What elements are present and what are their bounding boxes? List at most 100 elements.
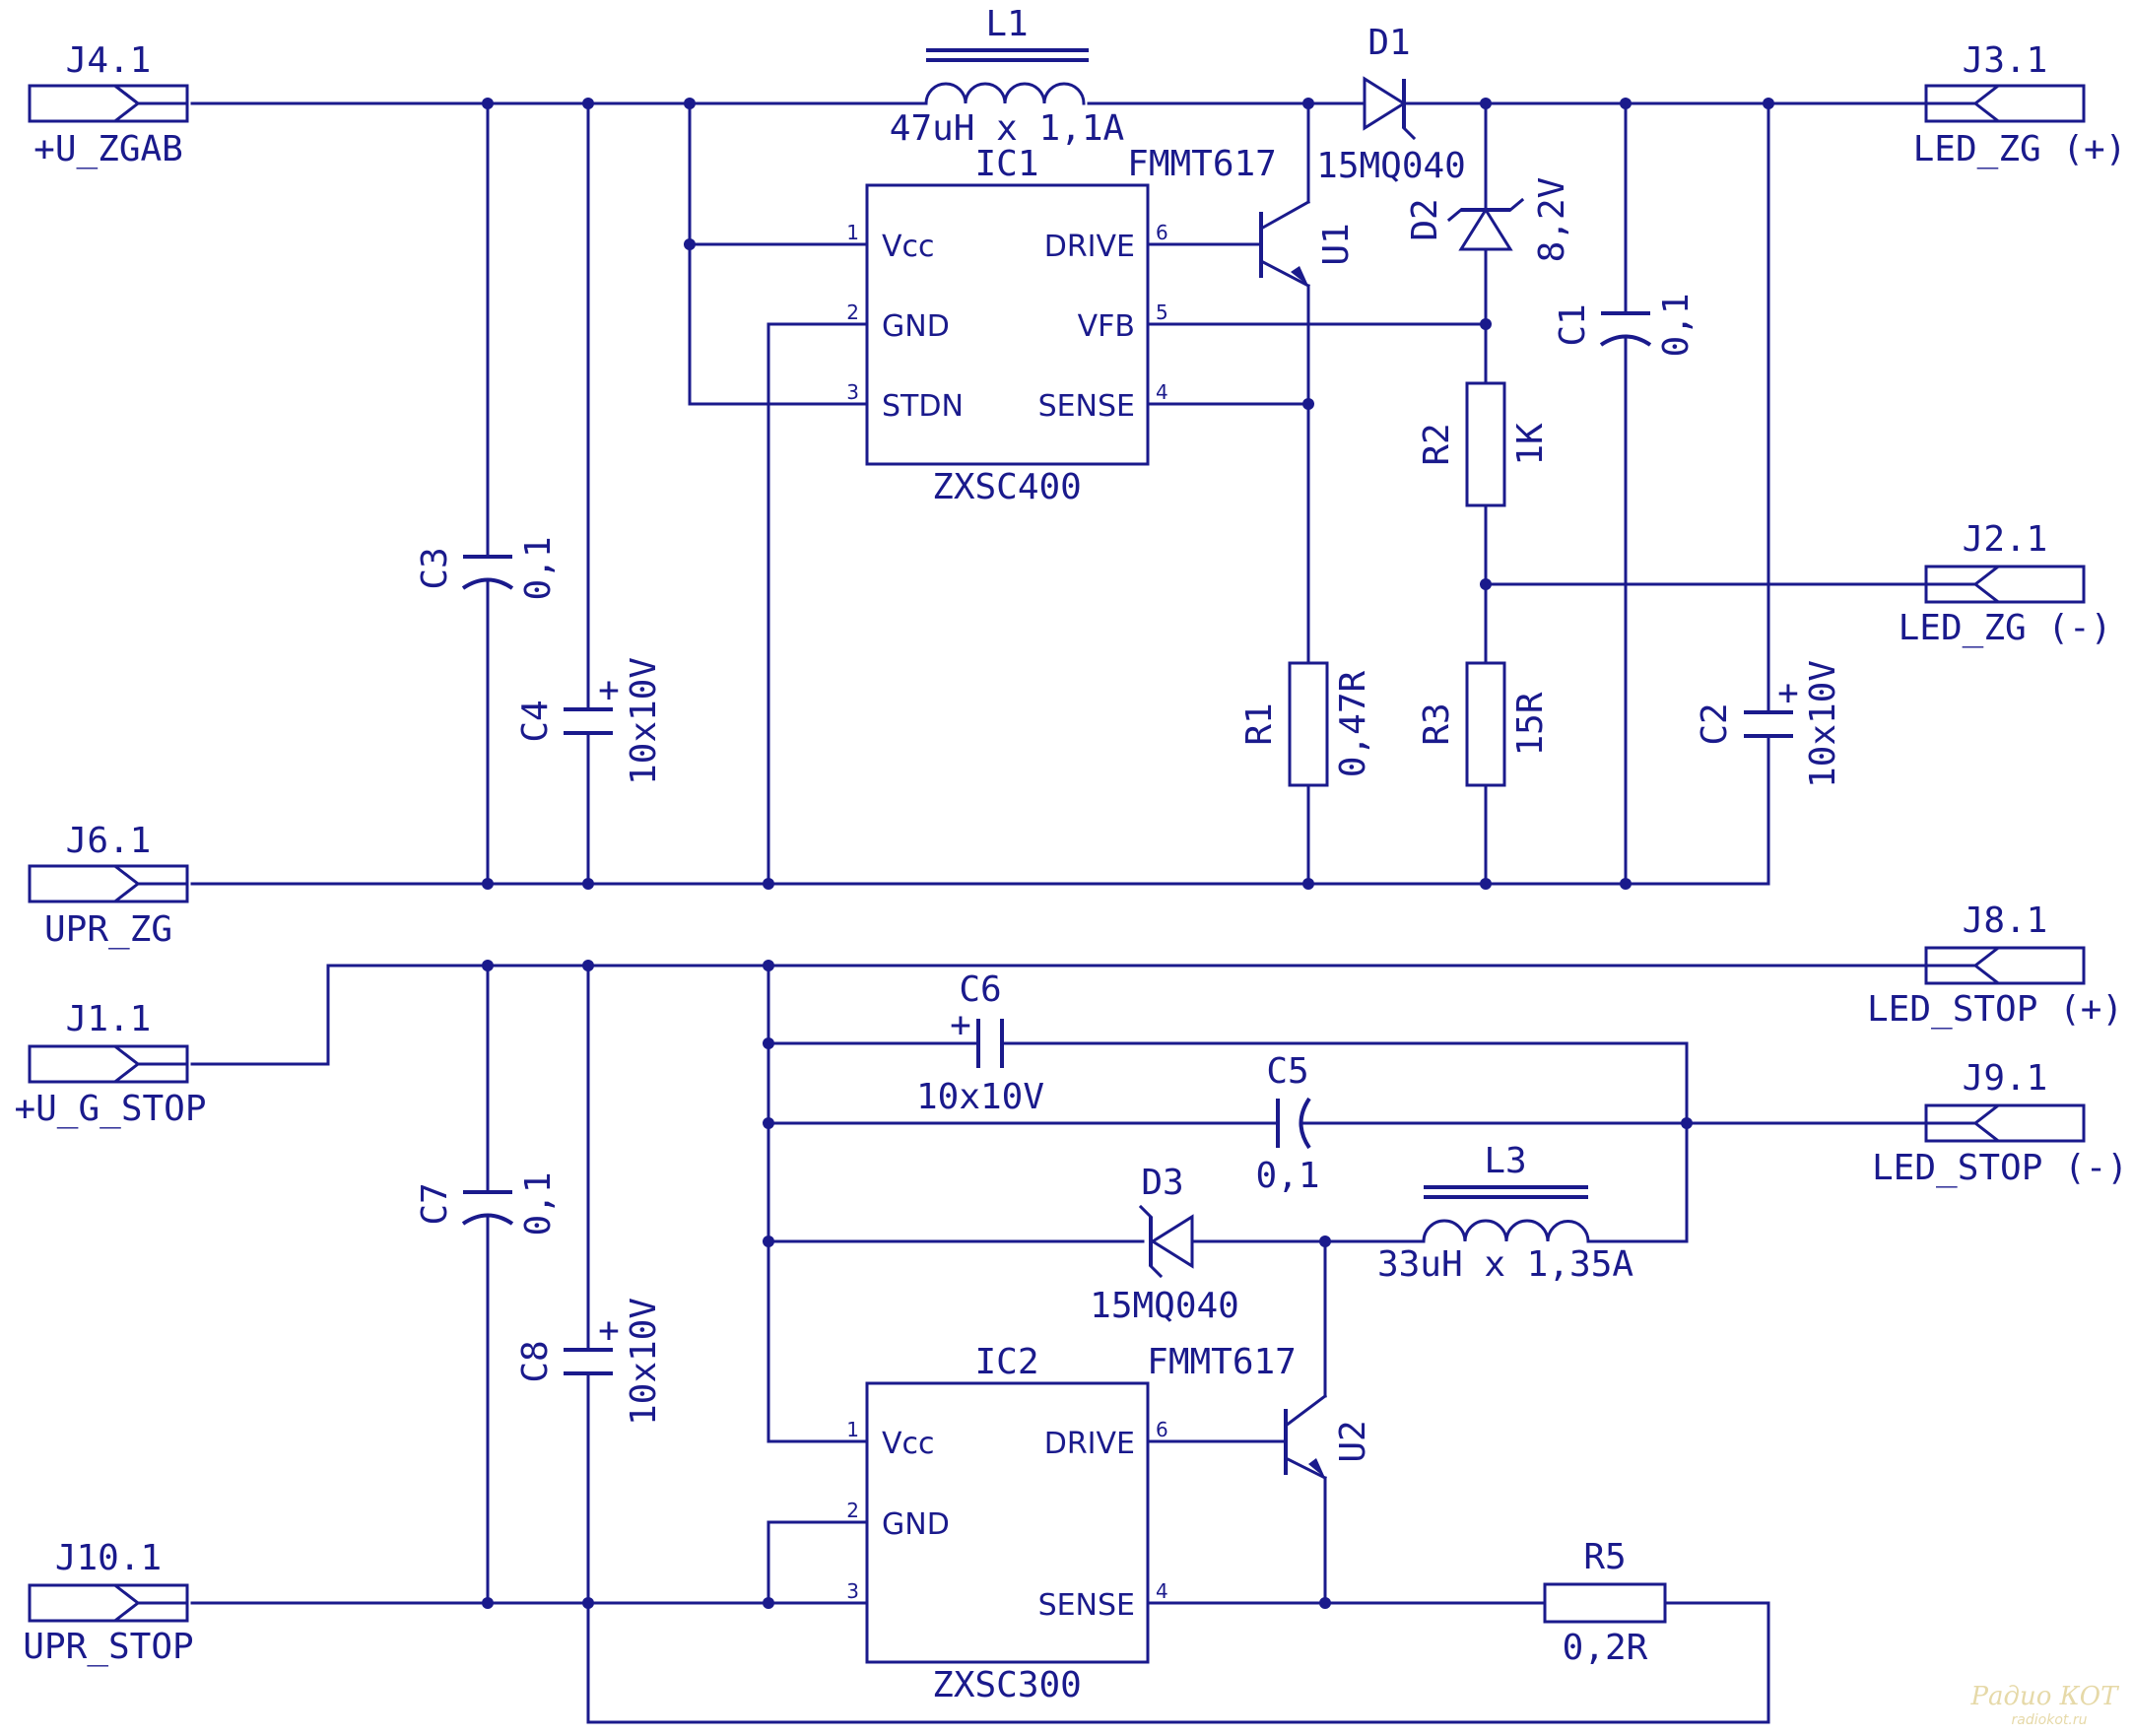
connector-j4-ref: J4.1 [66, 40, 152, 81]
capacitor-c7[interactable]: C7 0,1 [415, 1171, 559, 1235]
inductor-l1-ref: L1 [985, 4, 1028, 44]
capacitor-c8-value: 10x10V [624, 1298, 664, 1426]
capacitor-c6-ref: C6 [959, 969, 1001, 1010]
connector-j8[interactable]: J8.1 LED_STOP (+) [1867, 901, 2123, 1030]
diode-d1[interactable]: D1 15MQ040 [1316, 23, 1466, 186]
capacitor-c6[interactable]: + C6 10x10V [916, 969, 1044, 1117]
connector-j4[interactable]: J4.1 +U_ZGAB [28, 40, 189, 169]
capacitor-c3-ref: C3 [415, 547, 455, 589]
connector-j2[interactable]: J2.1 LED_ZG (-) [1899, 519, 2112, 648]
resistor-r2-value: 1K [1510, 423, 1551, 466]
ic2-pin-num-1: 1 [846, 1418, 859, 1441]
diode-d1-value: 15MQ040 [1316, 146, 1466, 186]
ic2-pin-num-6: 6 [1156, 1418, 1168, 1441]
ic2-pin-num-4: 4 [1156, 1579, 1168, 1603]
connector-j3[interactable]: J3.1 LED_ZG (+) [1913, 40, 2127, 169]
connector-j1-ref: J1.1 [66, 999, 152, 1039]
connector-j4-net: +U_ZGAB [33, 129, 183, 169]
zener-d2[interactable]: D2 8,2V [1405, 177, 1572, 263]
capacitor-c4-ref: C4 [515, 700, 556, 742]
ic1-part: ZXSC400 [932, 467, 1082, 507]
ic2-pin-drive: DRIVE [1044, 1427, 1135, 1461]
capacitor-c8[interactable]: + C8 10x10V [515, 1298, 664, 1426]
connector-j10-ref: J10.1 [55, 1538, 162, 1578]
inductor-l3[interactable]: L3 33uH x 1,35A [1377, 1141, 1633, 1285]
ic1-pin-num-4: 4 [1156, 380, 1168, 404]
capacitor-c8-ref: C8 [515, 1340, 556, 1382]
transistor-u1[interactable]: U1 FMMT617 [1127, 144, 1357, 289]
ic1[interactable]: IC1 ZXSC400 Vcc GND STDN DRIVE VFB SENSE… [846, 144, 1167, 507]
ic1-pin-drive: DRIVE [1044, 230, 1135, 264]
zener-d2-ref: D2 [1405, 198, 1445, 240]
diode-d3-ref: D3 [1141, 1163, 1183, 1203]
connector-j3-ref: J3.1 [1963, 40, 2048, 81]
resistor-r3-ref: R3 [1417, 702, 1457, 745]
capacitor-c2[interactable]: + C2 10x10V [1695, 660, 1843, 788]
connector-j6[interactable]: J6.1 UPR_ZG [28, 821, 189, 950]
connector-j8-ref: J8.1 [1963, 901, 2048, 941]
connector-j6-net: UPR_ZG [44, 909, 172, 950]
resistor-r1-ref: R1 [1239, 702, 1280, 745]
ic2-pin-gnd: GND [882, 1507, 950, 1542]
wires-lower [190, 964, 1928, 1724]
ic2-ref: IC2 [974, 1342, 1038, 1382]
ic1-pin-num-5: 5 [1156, 300, 1168, 324]
resistor-r5[interactable]: R5 0,2R [1543, 1537, 1667, 1668]
connector-j9[interactable]: J9.1 LED_STOP (-) [1872, 1058, 2128, 1188]
ic2-pin-num-2: 2 [846, 1499, 859, 1522]
capacitor-c1-value: 0,1 [1656, 293, 1697, 357]
connector-j10[interactable]: J10.1 UPR_STOP [23, 1538, 193, 1667]
connector-j9-net: LED_STOP (-) [1872, 1148, 2128, 1188]
capacitor-c7-ref: C7 [415, 1182, 455, 1225]
ic2-part: ZXSC300 [932, 1665, 1082, 1705]
connector-j6-ref: J6.1 [66, 821, 152, 861]
capacitor-c5[interactable]: C5 0,1 [1255, 1051, 1319, 1196]
zener-d2-value: 8,2V [1532, 177, 1572, 263]
junction-dots [482, 98, 1774, 1609]
resistor-r1[interactable]: R1 0,47R [1239, 661, 1373, 787]
capacitor-c1[interactable]: C1 0,1 [1553, 293, 1697, 357]
wires-upper [190, 101, 1928, 886]
ic2-pin-sense: SENSE [1038, 1588, 1135, 1623]
watermark-url: radiokot.ru [2012, 1712, 2088, 1728]
transistor-u2-value: FMMT617 [1147, 1342, 1297, 1382]
resistor-r5-value: 0,2R [1563, 1628, 1648, 1668]
diode-d3[interactable]: D3 15MQ040 [1090, 1163, 1239, 1326]
capacitor-c2-value: 10x10V [1803, 660, 1843, 788]
capacitor-c5-value: 0,1 [1255, 1156, 1319, 1196]
inductor-l3-ref: L3 [1484, 1141, 1526, 1181]
capacitor-c4[interactable]: + C4 10x10V [515, 657, 664, 785]
connector-j9-ref: J9.1 [1963, 1058, 2048, 1099]
diode-d3-value: 15MQ040 [1090, 1286, 1239, 1326]
ic1-pin-vfb: VFB [1078, 309, 1135, 344]
connector-j1[interactable]: J1.1 +U_G_STOP [14, 999, 206, 1129]
ic1-pin-sense: SENSE [1038, 389, 1135, 424]
transistor-u2[interactable]: U2 FMMT617 [1147, 1342, 1373, 1481]
connector-j3-net: LED_ZG (+) [1913, 129, 2127, 169]
capacitor-c7-value: 0,1 [518, 1171, 559, 1235]
capacitor-c1-ref: C1 [1553, 303, 1593, 346]
resistor-r3[interactable]: R3 15R [1417, 661, 1551, 787]
connector-j10-net: UPR_STOP [23, 1627, 193, 1667]
ic1-pin-gnd: GND [882, 309, 950, 344]
ic1-pin-num-1: 1 [846, 221, 859, 244]
resistor-r2-ref: R2 [1417, 423, 1457, 465]
resistor-r2[interactable]: R2 1K [1417, 381, 1551, 507]
watermark-logo: Радио КОТ [1970, 1682, 2120, 1711]
ic1-pin-num-3: 3 [846, 380, 859, 404]
transistor-u1-ref: U1 [1316, 223, 1357, 265]
capacitor-c4-value: 10x10V [624, 657, 664, 785]
ic1-pin-stdn: STDN [882, 389, 964, 424]
transistor-u1-value: FMMT617 [1127, 144, 1277, 184]
connector-j2-ref: J2.1 [1963, 519, 2048, 560]
capacitor-c3[interactable]: C3 0,1 [415, 536, 559, 600]
ic2-pin-num-3: 3 [846, 1579, 859, 1603]
watermark: Радио КОТ radiokot.ru [1970, 1682, 2120, 1728]
capacitor-c3-value: 0,1 [518, 536, 559, 600]
ic2[interactable]: IC2 ZXSC300 Vcc GND DRIVE SENSE 1 2 3 6 … [846, 1342, 1167, 1705]
inductor-l1[interactable]: L1 47uH x 1,1A [890, 4, 1125, 149]
resistor-r5-ref: R5 [1583, 1537, 1626, 1577]
capacitor-c4-plus: + [598, 670, 620, 710]
ic1-ref: IC1 [974, 144, 1038, 184]
